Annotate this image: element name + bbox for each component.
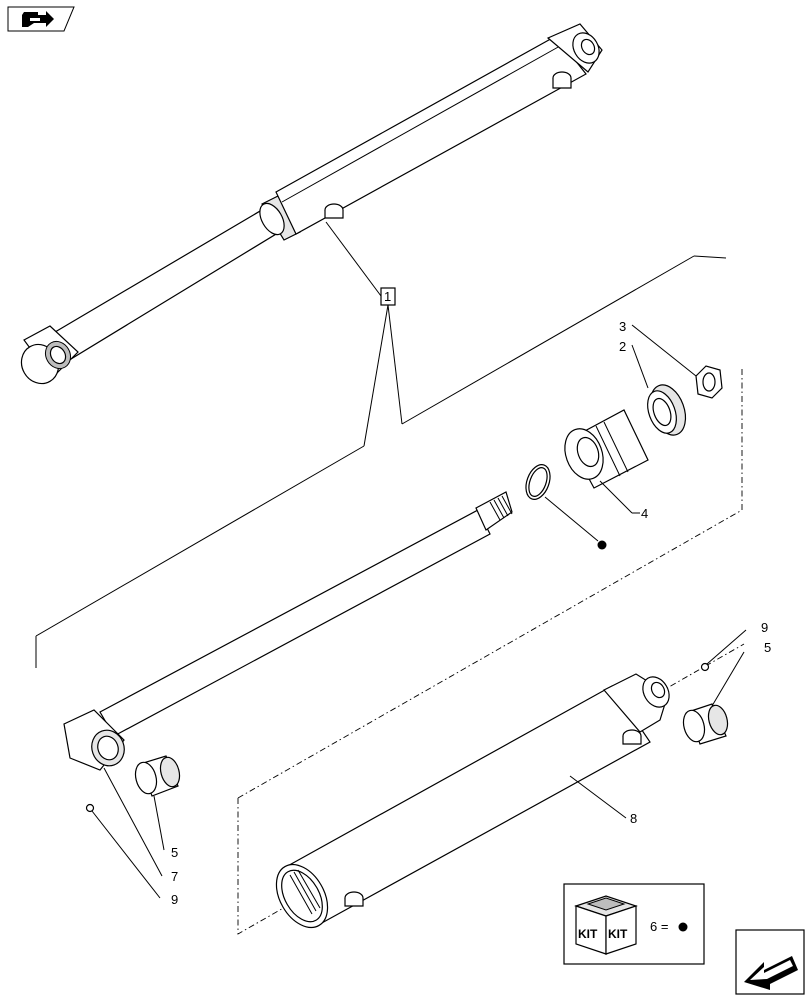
document-arrow-icon[interactable]	[7, 6, 75, 32]
kit-box-icon: KIT KIT	[574, 895, 638, 955]
barrel-port-2	[344, 891, 364, 907]
o-ring	[525, 464, 551, 500]
kit-legend-dot	[678, 922, 688, 932]
grease-nipple-right	[700, 662, 710, 672]
kit-boundary-line	[237, 366, 745, 935]
seal-ring	[647, 384, 687, 436]
kit-label-left: KIT	[578, 927, 598, 941]
callout-5-left: 5	[171, 845, 178, 860]
callout-1-group: 1	[35, 221, 727, 668]
hex-nut	[695, 365, 723, 399]
bushing-right	[682, 703, 729, 745]
port-fitting-2	[552, 71, 572, 89]
next-page-arrow-icon[interactable]	[735, 929, 805, 995]
callout-1: 1	[384, 289, 391, 304]
kit-label-right: KIT	[608, 927, 628, 941]
piston-rod	[63, 491, 513, 771]
callout-9-right: 9	[761, 620, 768, 635]
callout-5-right: 5	[764, 640, 771, 655]
callout-8: 8	[630, 811, 637, 826]
grease-nipple-left	[85, 803, 95, 813]
port-fitting-1	[324, 203, 344, 219]
barrel-port-1	[622, 729, 642, 745]
cylinder-barrel	[275, 673, 670, 929]
assembled-cylinder	[20, 23, 603, 385]
callout-3: 3	[619, 319, 626, 334]
kit-legend: KIT KIT 6 =	[563, 883, 705, 965]
bushing-left	[134, 755, 181, 797]
kit-dot-marker	[597, 540, 607, 550]
callout-7: 7	[171, 869, 178, 884]
piston	[564, 409, 649, 489]
callout-2: 2	[619, 339, 626, 354]
callout-9-left: 9	[171, 892, 178, 907]
callout-4: 4	[641, 506, 648, 521]
kit-legend-text: 6 =	[650, 919, 668, 934]
